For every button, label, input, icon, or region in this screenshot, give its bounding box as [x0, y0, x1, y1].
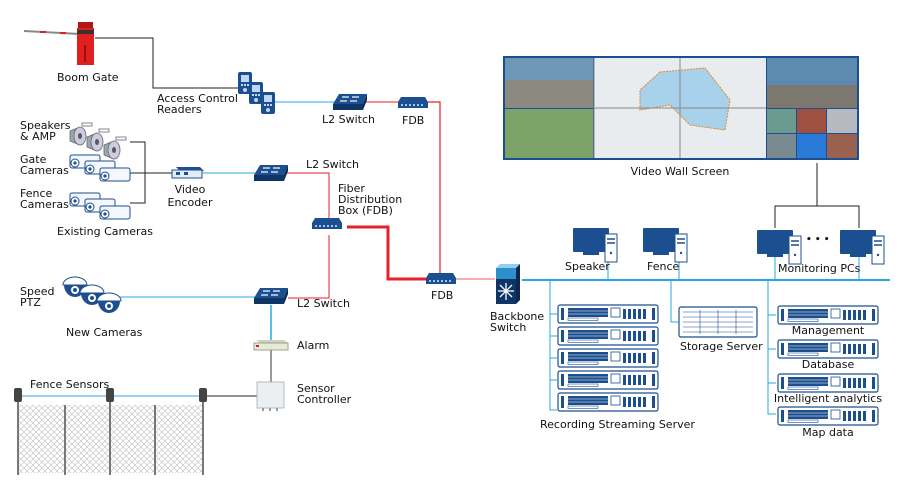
label-monitoring-pcs: Monitoring PCs: [778, 262, 861, 275]
l2-switch-mid-icon: [253, 164, 289, 182]
label-fdb-main-1: Fiber: [338, 182, 365, 195]
fence-cameras-icon: [69, 192, 131, 220]
label-l2-switch-top: L2 Switch: [322, 113, 375, 126]
speed-ptz-icon: [62, 276, 122, 314]
label-fence-sensors: Fence Sensors: [30, 378, 110, 391]
label-boom-gate: Boom Gate: [57, 71, 119, 84]
label-fdb-main-3: Box (FDB): [338, 204, 393, 217]
label-database: Database: [801, 358, 855, 371]
boom-gate-icon: [23, 22, 94, 65]
link-boomgate-readers: [95, 37, 240, 89]
monitoring-pc-2-icon: [839, 229, 885, 265]
label-video-encoder-2: Encoder: [167, 196, 213, 209]
label-fdb-top: FDB: [402, 114, 425, 127]
speaker-pc-icon: [572, 227, 618, 263]
gate-cameras-icon: [69, 154, 131, 182]
label-intelligent-analytics: Intelligent analytics: [773, 392, 883, 405]
backbone-switch-icon: [496, 264, 520, 304]
fdb-top-icon: [398, 97, 428, 108]
fdb-main-icon: [312, 218, 342, 229]
label-existing-cameras: Existing Cameras: [57, 225, 153, 238]
monitoring-pc-1-icon: [756, 229, 802, 265]
access-control-readers-icon: [238, 72, 275, 114]
l2-switch-bottom-icon: [253, 287, 289, 305]
recording-streaming-servers-icon: [557, 304, 659, 412]
label-fdb-bottom: FDB: [431, 289, 454, 302]
link-fdb-top-down: [428, 101, 441, 273]
label-video-encoder-1: Video: [174, 183, 206, 196]
database-server-icon: [777, 339, 879, 359]
label-video-wall: Video Wall Screen: [630, 165, 730, 178]
label-fence-pc: Fence: [647, 260, 680, 273]
label-fence-cam-2: Cameras: [20, 198, 69, 211]
label-backbone-2: Switch: [490, 321, 527, 334]
label-speaker-pc: Speaker: [565, 260, 610, 273]
ellipsis-more-pcs: • • •: [806, 235, 830, 245]
video-encoder-icon: [171, 167, 204, 179]
video-wall-screen: [503, 56, 859, 160]
label-alarm: Alarm: [297, 339, 330, 352]
l2-switch-top-icon: [332, 93, 368, 111]
storage-server-icon: [678, 306, 758, 338]
label-gate-cam-1: Gate: [20, 153, 47, 166]
label-l2-switch-mid: L2 Switch: [306, 158, 359, 171]
label-speed-ptz-1: Speed: [20, 285, 55, 298]
fence-pc-icon: [642, 227, 688, 263]
management-server-icon: [777, 305, 879, 325]
label-recording-server: Recording Streaming Server: [540, 418, 695, 431]
label-sensor-controller-2: Controller: [297, 393, 352, 406]
link-fdb-l2-bottom: [288, 235, 330, 299]
label-access-control-2: Readers: [157, 103, 202, 116]
fence-icon: [14, 388, 207, 475]
label-management: Management: [791, 324, 865, 337]
label-backbone-1: Backbone: [490, 310, 545, 323]
label-sensor-controller-1: Sensor: [297, 382, 335, 395]
link-switch-fdb-mid: [286, 172, 330, 218]
label-fence-cam-1: Fence: [20, 187, 53, 200]
map-data-server-icon: [777, 406, 879, 426]
link-fdb-main-bottom: [347, 225, 426, 281]
label-storage-server: Storage Server: [680, 340, 763, 353]
label-speed-ptz-2: PTZ: [20, 296, 41, 309]
label-access-control-1: Access Control: [157, 92, 238, 105]
speakers-icon: [69, 122, 127, 160]
label-l2-switch-bottom: L2 Switch: [297, 297, 350, 310]
label-speakers-1: Speakers: [20, 119, 71, 132]
analytics-server-icon: [777, 373, 879, 393]
label-fdb-main-2: Distribution: [338, 193, 403, 206]
label-map-data: Map data: [802, 426, 854, 439]
fdb-bottom-icon: [426, 273, 456, 284]
label-speakers-2: & AMP: [20, 130, 56, 143]
sensor-controller-icon: [256, 381, 285, 411]
label-gate-cam-2: Cameras: [20, 164, 69, 177]
label-new-cameras: New Cameras: [66, 326, 143, 339]
alarm-icon: [253, 340, 289, 351]
